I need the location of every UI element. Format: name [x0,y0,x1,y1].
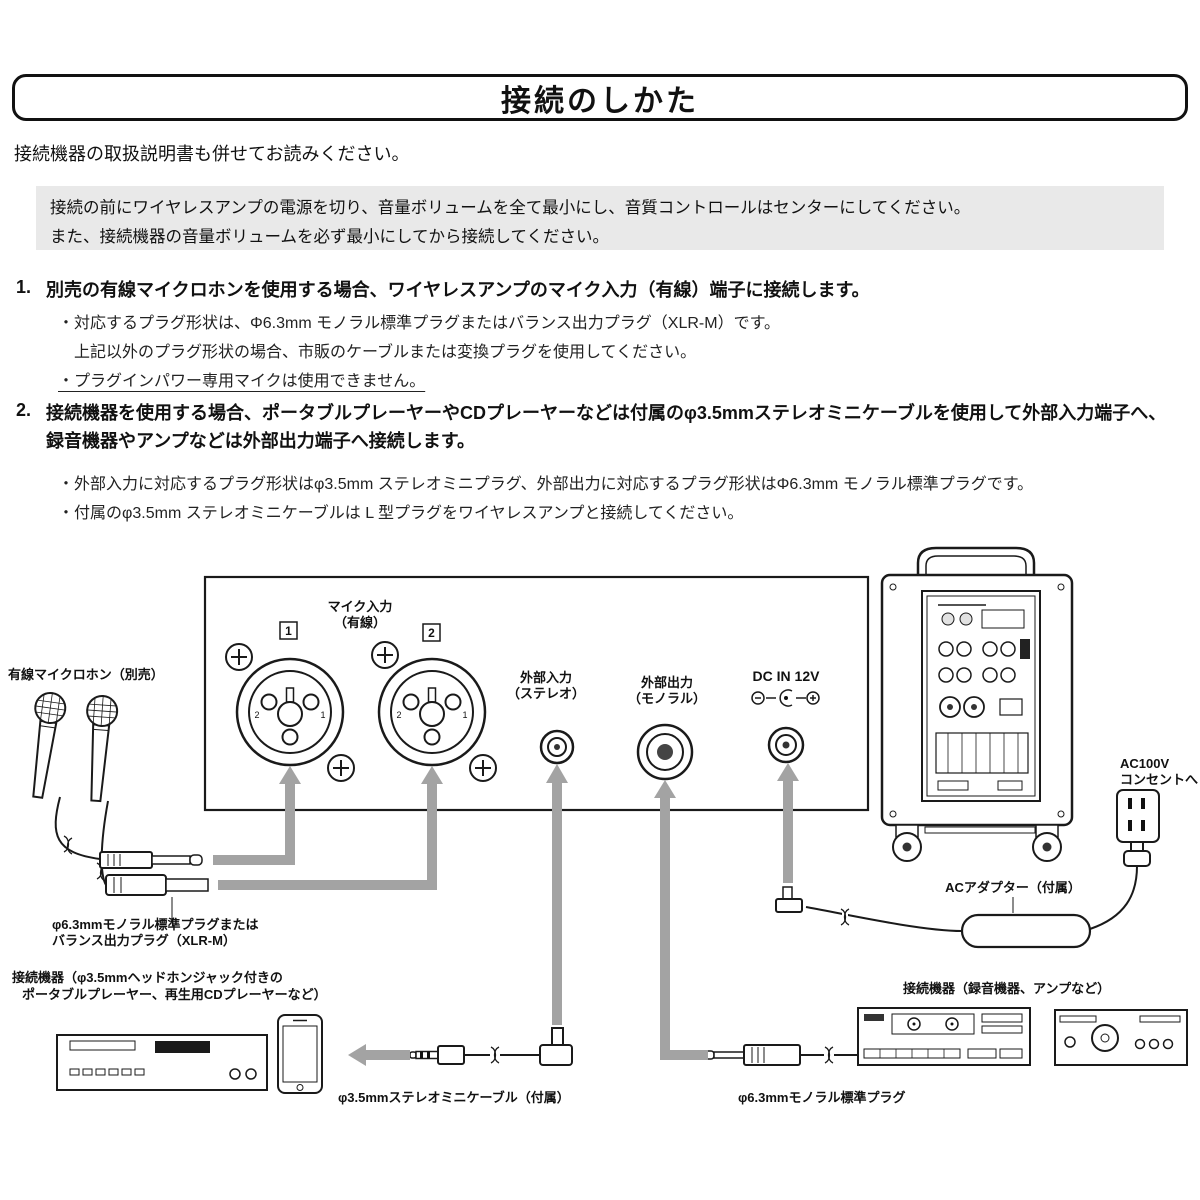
speaker-input [938,667,954,683]
left-device-label-2: ポータブルプレーヤー、再生用CDプレーヤーなど） [22,987,327,1002]
dc-plug [775,898,803,913]
speaker-input [982,641,998,657]
cd-player [56,1034,268,1091]
connection-arrows [213,763,799,1066]
wired-microphone-1 [32,692,67,799]
step-2-number: 2. [16,400,32,420]
dc-in-label: DC IN 12V [753,668,821,684]
speaker-knob [941,612,955,626]
pin-number: 2 [396,710,401,720]
ac-adapter [775,886,1092,949]
arrow-to-ext-output [660,797,708,1060]
intro-text: 接続機器の取扱説明書も併せてお読みください。 [14,144,410,164]
panel-screw-icon [327,754,355,782]
mini-cable-label: φ3.5mmステレオミニケーブル（付属） [338,1090,570,1105]
page-title: 接続のしかた [12,74,1188,121]
l-type-plug [539,1044,573,1066]
speaker-input [1000,641,1016,657]
speaker-input [938,641,954,657]
step-1-text: 別売の有線マイクロホンを使用する場合、ワイヤレスアンプのマイク入力（有線）端子に… [46,280,870,300]
wired-mic-label: 有線マイクロホン（別売） [8,667,164,682]
amp-rear-panel [203,575,870,812]
speaker-rear-view [880,546,1074,862]
panel-screw-icon [469,754,497,782]
battery-hatch [935,732,1029,774]
ac-plug [1089,842,1151,930]
mic-plug-label-1: φ6.3mmモノラル標準プラグまたは [52,917,259,932]
speaker-input [956,667,972,683]
speaker-input [982,667,998,683]
step-1-note-2: 上記以外のプラグ形状の場合、市販のケーブルまたは変換プラグを使用してください。 [74,344,697,361]
pin-number: 1 [462,710,467,720]
step-2: 2. 接続機器を使用する場合、ポータブルプレーヤーやCDプレーヤーなどは付属のφ… [16,400,1186,456]
warning-box: 接続の前にワイヤレスアンプの電源を切り、音量ボリュームを全て最小にし、音質コント… [36,186,1164,250]
mic-plug-label-2: バランス出力プラグ（XLR-M） [52,933,236,948]
mono-plug-label: φ6.3mmモノラル標準プラグ [738,1090,906,1105]
pin-number: 2 [254,710,259,720]
ext-input-sublabel: （ステレオ） [507,686,585,701]
mic-input-label: マイク入力 [328,599,393,614]
pin-number: 1 [320,710,325,720]
arrow-to-mic-jack-2 [218,783,437,890]
speaker-knob [959,612,973,626]
panel-screw-icon [225,643,253,671]
warning-line-2: また、接続機器の音量ボリュームを必ず最小にしてから接続してください。 [50,227,610,246]
connection-diagram: 2 1 2 1 [8,546,1198,1105]
ac-outlet-label-2: コンセントへ [1120,772,1198,787]
step-1-note-3: ・プラグインパワー専用マイクは使用できません。 [58,373,426,390]
speaker-combo-jack [963,696,985,718]
step-2-note-2: ・付属のφ3.5mm ステレオミニケーブルは L 型プラグをワイヤレスアンプと接… [58,505,744,522]
stereo-mini-cable [409,1027,573,1066]
jack-number-2: 2 [422,623,441,642]
mono-plug-63mm [703,1044,858,1066]
ac-adapter-label: ACアダプター（付属） [945,880,1081,895]
amplifier [1054,1009,1188,1066]
ext-input-label: 外部入力 [519,670,572,685]
dc-in-jack [767,726,805,764]
speaker-combo-jack [939,696,961,718]
ac-outlet [1116,789,1160,843]
svg-text:1: 1 [285,624,292,638]
warning-line-1: 接続の前にワイヤレスアンプの電源を切り、音量ボリュームを全て最小にし、音質コント… [50,199,971,217]
ext-input-jack [539,729,575,765]
l-type-plug [551,1027,564,1046]
speaker-input [1000,667,1016,683]
step-1: 1. 別売の有線マイクロホンを使用する場合、ワイヤレスアンプのマイク入力（有線）… [16,277,1186,305]
ext-output-label: 外部出力 [640,675,693,690]
ext-output-jack [636,723,694,781]
step-1-number: 1. [16,277,32,297]
step-1-note-1: ・対応するプラグ形状は、Φ6.3mm モノラル標準プラグまたはバランス出力プラグ… [58,315,780,332]
arrow-to-mic-jack-1 [213,783,295,865]
xlr-plug [105,874,209,923]
mic-jack-1: 2 1 [225,643,355,782]
recorder-deck [857,1007,1031,1066]
svg-text:2: 2 [428,626,435,640]
mic-input-sublabel: （有線） [334,615,386,630]
speaker-input [956,641,972,657]
mic-jack-2: 2 1 [371,641,497,782]
panel-screw-icon [371,641,399,669]
smartphone [277,1014,323,1094]
right-device-label: 接続機器（録音機器、アンプなど） [903,981,1110,996]
wired-microphone-2 [86,695,119,803]
dc-polarity-icon [751,689,820,707]
left-device-label-1: 接続機器（φ3.5mmヘッドホンジャック付きの [12,970,283,985]
jack-number-1: 1 [279,621,298,640]
mic-cables [54,796,109,886]
step-2-note-1: ・外部入力に対応するプラグ形状はφ3.5mm ステレオミニプラグ、外部出力に対応… [58,476,1034,493]
ext-output-sublabel: （モノラル） [628,691,706,706]
page-title-text: 接続のしかた [501,84,699,118]
step-2-text: 接続機器を使用する場合、ポータブルプレーヤーやCDプレーヤーなどは付属のφ3.5… [46,403,1167,451]
ac-outlet-label-1: AC100V [1120,756,1169,771]
phone-plug-63mm [99,851,203,869]
